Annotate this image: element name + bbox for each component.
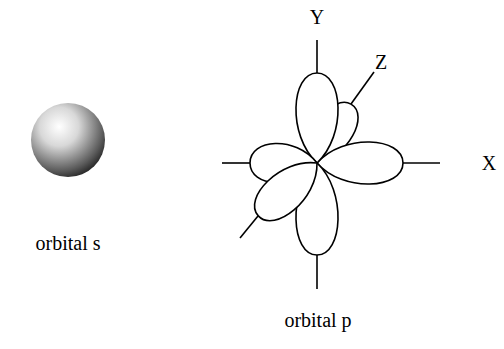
s-orbital-sphere (31, 103, 105, 177)
axis-label: X (482, 153, 496, 173)
orbital-caption: orbital p (284, 310, 351, 330)
p-orbital (222, 40, 440, 289)
axis-label: Z (375, 52, 387, 72)
axis-label: Y (310, 7, 324, 27)
orbital-caption: orbital s (36, 233, 101, 253)
